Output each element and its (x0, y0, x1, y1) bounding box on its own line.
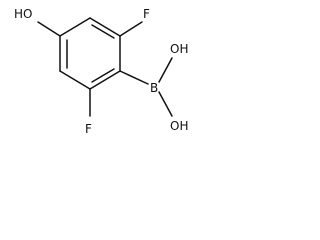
inner-bond-c4-c5 (91, 68, 115, 83)
bond-b-oh-bottom (158, 91, 173, 117)
atom-label-b: B (150, 81, 158, 95)
bond-c1-oh (37, 21, 61, 37)
atom-label-oh-top: OH (170, 42, 188, 56)
bond-c3-f (119, 21, 143, 37)
bond-c1-c2 (59, 17, 91, 37)
atom-label-f-top: F (143, 7, 150, 21)
inner-bond-c2-c3 (91, 24, 115, 39)
bond-c4-b (119, 70, 149, 85)
atom-label-f-bottom: F (85, 122, 92, 136)
structure-canvas: HO F F B OH OH (0, 0, 210, 138)
atom-label-ho: HO (14, 7, 32, 21)
bond-c5-c6 (59, 70, 91, 90)
bond-b-oh-top (158, 57, 173, 83)
bond-c4-c5 (89, 70, 121, 90)
atom-label-oh-bottom: OH (170, 119, 188, 133)
bond-c2-c3 (89, 17, 121, 37)
chemical-structure-diagram: HO F F B OH OH (14, 7, 188, 136)
